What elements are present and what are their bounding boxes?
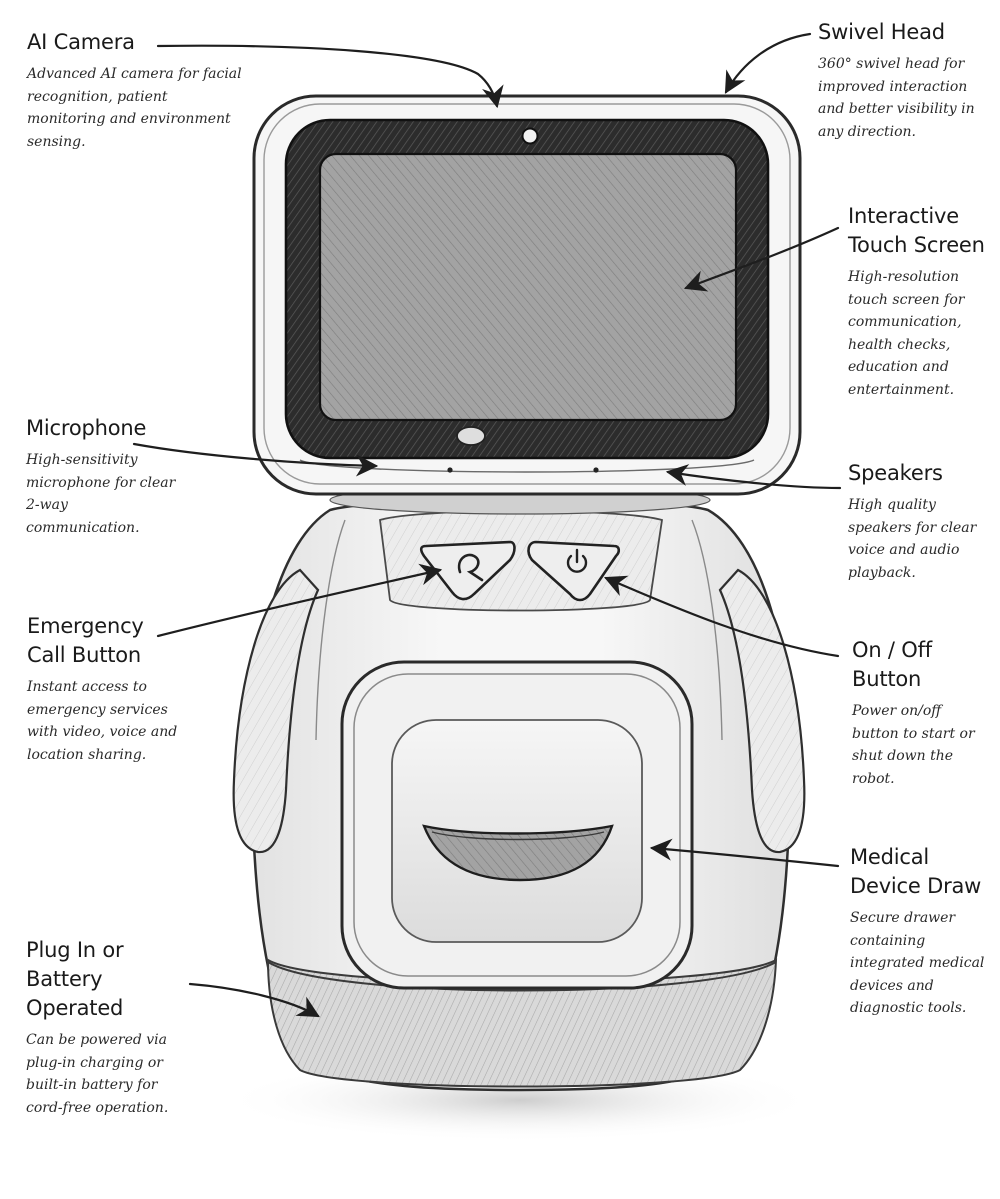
callout-power-source: Plug In or Battery Operated Can be power…	[26, 936, 196, 1119]
arrow-touch-screen	[683, 226, 840, 292]
callout-title: Medical Device Draw	[850, 845, 982, 898]
callout-desc: Secure drawer containing integrated medi…	[850, 910, 985, 1016]
left-arm	[232, 568, 320, 854]
right-arm	[718, 568, 806, 854]
on-off-button[interactable]	[527, 540, 621, 602]
arrow-on-off	[603, 575, 840, 658]
power-icon	[566, 548, 588, 573]
callout-desc: High quality speakers for clear voice an…	[848, 497, 977, 581]
callout-desc: Can be powered via plug-in charging or b…	[26, 1032, 169, 1116]
callout-title: Swivel Head	[818, 20, 945, 44]
microphone-hole	[447, 467, 453, 473]
callout-touch-screen: Interactive Touch Screen High-resolution…	[848, 202, 996, 401]
emergency-call-button[interactable]	[419, 540, 516, 601]
swivel-head	[252, 94, 802, 515]
callout-title: On / Off Button	[852, 638, 932, 691]
callout-desc: High-resolution touch screen for communi…	[848, 269, 965, 398]
drawer-inner-panel	[391, 719, 643, 943]
speaker-hole	[593, 467, 599, 473]
camera-icon	[521, 127, 539, 145]
emergency-call-icon	[457, 553, 484, 582]
callout-desc: Power on/off button to start or shut dow…	[852, 703, 975, 787]
callout-swivel-head: Swivel Head 360° swivel head for improve…	[818, 18, 993, 143]
callout-desc: Advanced AI camera for facial recognitio…	[27, 66, 242, 150]
callout-microphone: Microphone High-sensitivity microphone f…	[26, 414, 176, 539]
callout-desc: High-sensitivity microphone for clear 2-…	[26, 452, 176, 536]
button-panel	[379, 510, 664, 612]
arrow-drawer	[649, 838, 840, 868]
callout-ai-camera: AI Camera Advanced AI camera for facial …	[27, 28, 242, 153]
callout-title: Speakers	[848, 461, 943, 485]
callout-medical-drawer: Medical Device Draw Secure drawer contai…	[850, 843, 998, 1020]
arrow-ai-camera	[156, 44, 504, 109]
callout-title: Microphone	[26, 416, 147, 440]
callout-desc: Instant access to emergency services wit…	[27, 679, 178, 763]
callout-title: Plug In or Battery Operated	[26, 938, 124, 1020]
callout-on-off: On / Off Button Power on/off button to s…	[852, 636, 992, 790]
medical-device-drawer[interactable]	[340, 660, 694, 990]
arrow-swivel-head	[724, 32, 812, 94]
leader-arrows	[132, 32, 842, 1018]
callout-title: Interactive Touch Screen	[848, 204, 985, 257]
arrow-speakers	[665, 464, 842, 490]
drawer-handle	[422, 824, 614, 882]
arrow-microphone	[132, 442, 379, 477]
touch-screen[interactable]	[318, 152, 738, 422]
callout-emergency-call: Emergency Call Button Instant access to …	[27, 612, 187, 766]
callout-title: Emergency Call Button	[27, 614, 144, 667]
callout-title: AI Camera	[27, 30, 135, 54]
callout-desc: 360° swivel head for improved interactio…	[818, 56, 975, 140]
arrow-emergency	[156, 563, 443, 638]
callout-speakers: Speakers High quality speakers for clear…	[848, 459, 996, 584]
home-button[interactable]	[456, 426, 486, 446]
arrow-power	[188, 982, 320, 1018]
